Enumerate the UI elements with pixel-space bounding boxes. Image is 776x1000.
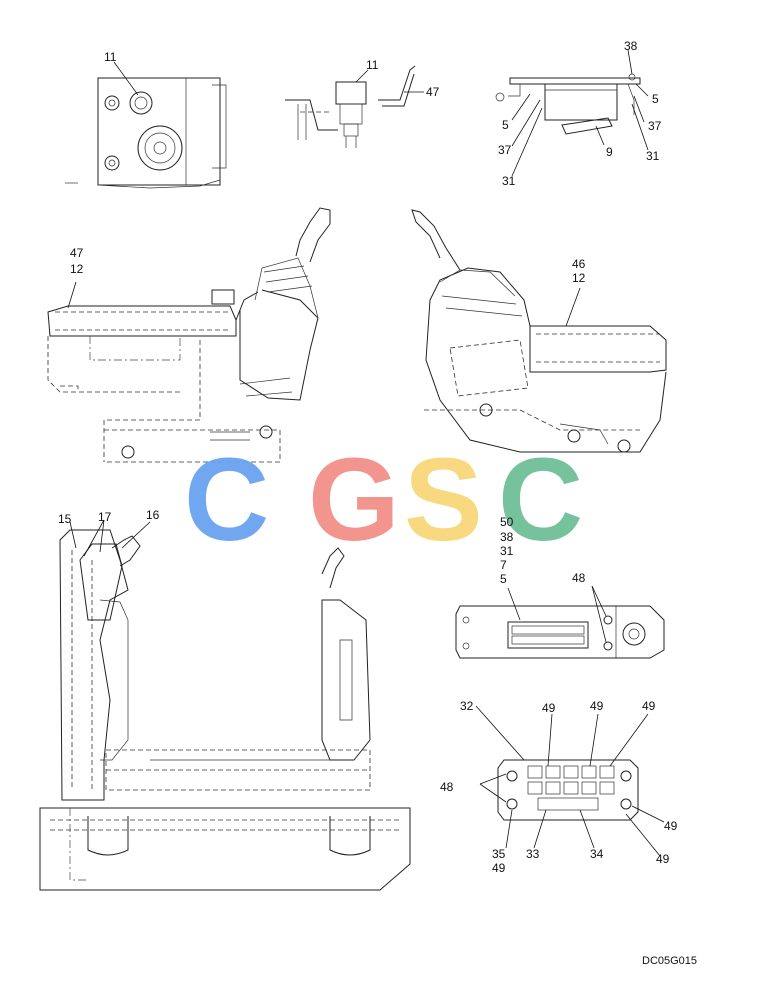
callout-11: 11 (366, 58, 379, 72)
callout-37: 37 (498, 143, 512, 157)
callout-49: 49 (642, 699, 656, 713)
drawing-reference-code: DC05G015 (642, 955, 697, 967)
detail-console-top-view (65, 61, 227, 189)
callout-49: 49 (542, 701, 556, 715)
callout-38: 38 (500, 530, 514, 544)
callout-9: 9 (606, 145, 613, 159)
callout-31: 31 (500, 544, 514, 558)
callout-35: 35 (492, 847, 506, 861)
callout-49: 49 (492, 861, 506, 875)
callout-5: 5 (502, 118, 509, 132)
callout-16: 16 (146, 508, 160, 522)
callout-48: 48 (572, 571, 586, 585)
detail-switch-bracket (285, 65, 424, 148)
detail-panel-side (495, 49, 649, 177)
callout-47: 47 (70, 246, 84, 260)
callout-46: 46 (572, 257, 586, 271)
callout-11: 11 (104, 50, 117, 64)
watermark-logo: C G S C (184, 434, 583, 566)
callout-49: 49 (656, 852, 670, 866)
callout-31: 31 (502, 174, 516, 188)
callout-47: 47 (426, 85, 440, 99)
callout-7: 7 (500, 558, 507, 572)
detail-switch-module (475, 705, 665, 857)
watermark-letter: S (404, 434, 483, 566)
callout-48: 48 (440, 780, 454, 794)
watermark-letter: C (184, 434, 269, 566)
console-left-side-view (47, 207, 331, 463)
callout-5: 5 (500, 572, 507, 586)
watermark-letter: C (498, 434, 583, 566)
callout-17: 17 (98, 510, 112, 524)
callout-12: 12 (70, 262, 84, 276)
console-right-side-view (411, 209, 667, 453)
callout-38: 38 (624, 39, 638, 53)
consoles-front-view (39, 519, 411, 891)
callout-labels: 11 11 47 38 5 5 37 37 9 31 31 47 12 46 1… (58, 39, 678, 875)
callout-12: 12 (572, 271, 586, 285)
callout-37: 37 (648, 119, 662, 133)
callout-31: 31 (646, 149, 660, 163)
callout-34: 34 (590, 847, 604, 861)
watermark-letter: G (308, 434, 400, 566)
detail-panel-with-dial (455, 585, 665, 659)
callout-15: 15 (58, 512, 72, 526)
callout-33: 33 (526, 847, 540, 861)
callout-49: 49 (664, 819, 678, 833)
callout-50: 50 (500, 515, 514, 529)
callout-49: 49 (590, 699, 604, 713)
callout-5: 5 (652, 92, 659, 106)
callout-32: 32 (460, 699, 474, 713)
